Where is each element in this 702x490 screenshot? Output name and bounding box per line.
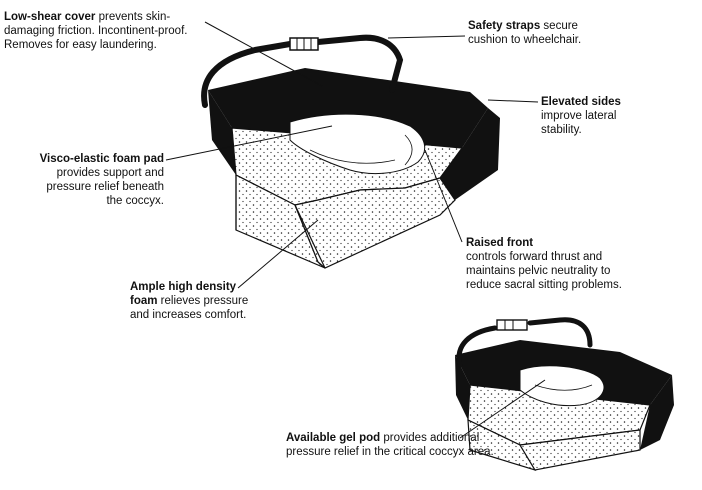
label-low-shear: Low-shear cover prevents skin- damaging … [4,11,188,51]
gel-pod [519,365,605,407]
cover-top-band [208,68,488,148]
leader-visco [165,125,333,161]
leader-elevated [487,99,539,103]
label-safety-straps: Safety straps secure cushion to wheelcha… [468,20,582,46]
leader-straps [387,35,466,39]
leader-lines [165,21,546,439]
visco-pad [289,113,426,174]
leader-ample [237,219,319,289]
large-cushion [201,34,500,269]
label-ample-foam: Ample high density foam relieves pressur… [130,281,249,321]
leader-gel [459,379,546,439]
label-raised-front: Raised front controls forward thrust and… [466,237,622,291]
safety-strap [201,41,293,108]
small-cover-left [455,355,470,420]
leader-raised [424,149,463,243]
leader-low-shear [204,21,323,87]
small-strap-buckle [496,319,528,331]
label-elevated-sides: Elevated sides improve lateral stability… [541,96,621,136]
label-visco-elastic: Visco-elastic foam pad provides support … [39,153,164,207]
small-cover-right [640,375,674,450]
small-cushion [455,317,674,472]
label-gel-pod: Available gel pod provides additional pr… [286,432,494,458]
cover-left-side [208,90,236,175]
cover-right-side [440,108,500,200]
foam-right-front [294,177,456,269]
small-foam-right-front [519,429,641,471]
